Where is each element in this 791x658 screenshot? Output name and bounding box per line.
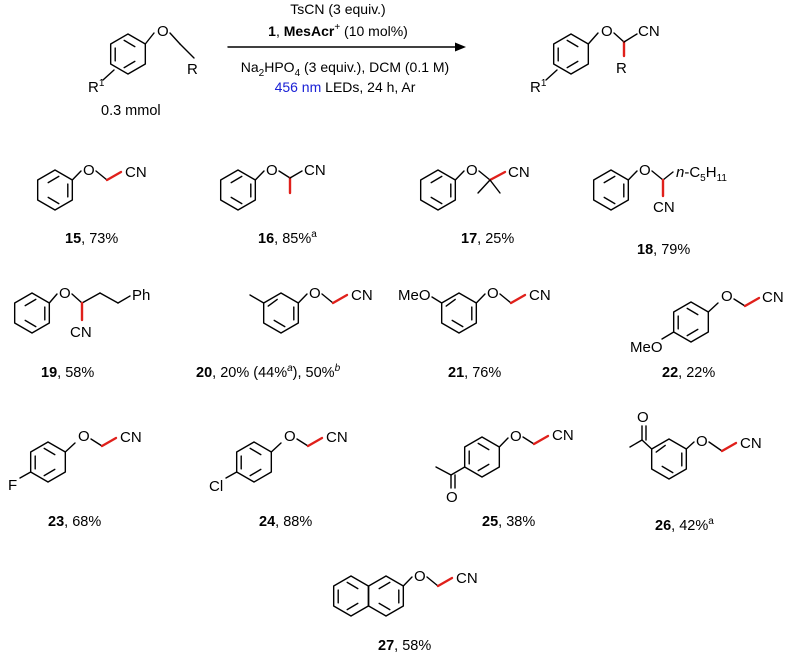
compound-23: O CN F: [8, 428, 142, 494]
svg-text:CN: CN: [125, 164, 147, 181]
label-compound-26: 26, 42%a: [655, 516, 714, 534]
svg-text:O: O: [266, 162, 278, 179]
label-compound-21: 21, 76%: [448, 365, 501, 381]
svg-text:F: F: [8, 477, 17, 494]
svg-text:CN: CN: [552, 427, 574, 444]
svg-text:O: O: [59, 285, 71, 302]
light-source: 456 nm: [275, 79, 322, 95]
compound-25: O CN O: [435, 427, 574, 506]
svg-text:n-C5H11: n-C5H11: [676, 164, 727, 184]
svg-text:CN: CN: [70, 324, 92, 341]
label-compound-25: 25, 38%: [482, 514, 535, 530]
label-compound-18: 18, 79%: [637, 242, 690, 258]
svg-text:O: O: [487, 285, 499, 302]
condition-line-2: 456 nm LEDs, 24 h, Ar: [275, 79, 416, 95]
compound-22: O CN MeO: [630, 288, 784, 356]
compound-18: O n-C5H11 CN: [592, 162, 727, 216]
product-structure: O CN R R1: [530, 23, 660, 96]
svg-text:O: O: [78, 428, 90, 445]
reagent-line-2: 1, MesAcr+ (10 mol%): [268, 22, 408, 39]
svg-text:O: O: [639, 162, 651, 179]
reaction-conditions: TsCN (3 equiv.) 1, MesAcr+ (10 mol%) Na2…: [227, 1, 466, 95]
svg-text:CN: CN: [638, 23, 660, 40]
svg-text:CN: CN: [653, 199, 675, 216]
label-compound-17: 17, 25%: [461, 231, 514, 247]
svg-text:O: O: [696, 433, 708, 450]
atom-oxygen: O: [157, 23, 169, 40]
label-compound-23: 23, 68%: [48, 514, 101, 530]
svg-text:O: O: [83, 162, 95, 179]
compound-16: O CN: [219, 162, 326, 211]
svg-text:O: O: [601, 23, 613, 40]
svg-text:CN: CN: [762, 289, 784, 306]
svg-text:O: O: [309, 285, 321, 302]
compound-17: O CN: [419, 162, 530, 211]
atom-r: R: [187, 61, 198, 78]
svg-text:CN: CN: [304, 162, 326, 179]
label-compound-22: 22, 22%: [662, 365, 715, 381]
svg-text:CN: CN: [508, 164, 530, 181]
svg-text:R: R: [616, 60, 627, 77]
svg-text:MeO: MeO: [398, 287, 431, 304]
substrate-scale: 0.3 mmol: [101, 103, 161, 119]
svg-text:CN: CN: [740, 435, 762, 452]
svg-text:O: O: [414, 568, 426, 585]
svg-text:MeO: MeO: [630, 339, 663, 356]
svg-text:CN: CN: [351, 287, 373, 304]
compound-27: O CN: [332, 568, 478, 617]
reaction-arrowhead: [455, 42, 466, 52]
label-compound-19: 19, 58%: [41, 365, 94, 381]
label-compound-20: 20, 20% (44%a), 50%b: [196, 363, 341, 381]
reagent-line-1: TsCN (3 equiv.): [290, 1, 385, 17]
label-compound-27: 27, 58%: [378, 638, 431, 654]
label-compound-24: 24, 88%: [259, 514, 312, 530]
label-compound-15: 15, 73%: [65, 231, 118, 247]
compound-19: O Ph CN: [13, 285, 150, 341]
svg-text:CN: CN: [120, 429, 142, 446]
svg-text:CN: CN: [529, 287, 551, 304]
svg-text:Cl: Cl: [209, 478, 223, 495]
svg-text:O: O: [466, 162, 478, 179]
svg-text:R1: R1: [530, 78, 547, 96]
compound-26: O O CN: [629, 409, 762, 480]
svg-text:Ph: Ph: [132, 287, 150, 304]
condition-line-1: Na2HPO4 (3 equiv.), DCM (0.1 M): [241, 59, 449, 79]
compound-24: O CN Cl: [209, 428, 348, 495]
svg-text:CN: CN: [456, 570, 478, 587]
substrate-structure: O R R1: [88, 23, 198, 96]
compound-21: MeO O CN: [398, 285, 551, 334]
svg-text:O: O: [721, 288, 733, 305]
svg-text:O: O: [284, 428, 296, 445]
compound-20: O CN: [249, 285, 373, 334]
substituent-r1: R1: [88, 78, 105, 96]
svg-text:CN: CN: [326, 429, 348, 446]
label-compound-16: 16, 85%a: [258, 229, 317, 247]
compound-15: O CN: [36, 162, 147, 211]
svg-text:O: O: [637, 409, 649, 426]
svg-text:O: O: [446, 489, 458, 506]
svg-text:O: O: [510, 428, 522, 445]
